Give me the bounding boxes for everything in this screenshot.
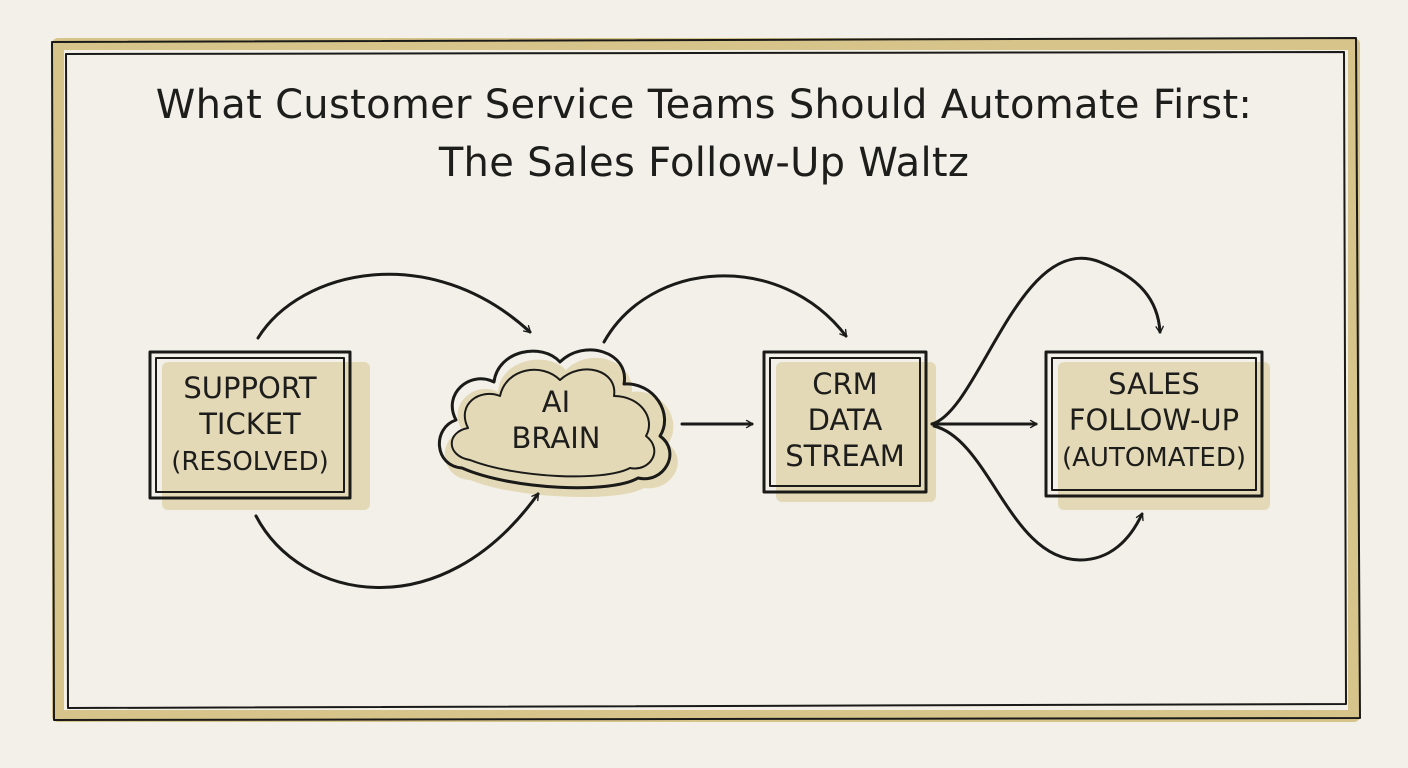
sales-line-2: FOLLOW-UP <box>1069 403 1239 437</box>
crm-line-2: DATA <box>808 403 883 437</box>
support-ticket-line-3: (RESOLVED) <box>171 447 329 477</box>
ai-brain-line-2: BRAIN <box>512 421 601 455</box>
arrow-brain-to-crm-top <box>602 274 848 344</box>
crm-line-3: STREAM <box>785 439 904 473</box>
arrow-crm-to-sales-bottom <box>932 424 1144 562</box>
node-crm-data-stream: CRM DATA STREAM <box>762 350 936 502</box>
support-ticket-line-1: SUPPORT <box>183 371 316 405</box>
support-ticket-line-2: TICKET <box>198 407 301 441</box>
title-line-1: What Customer Service Teams Should Autom… <box>156 82 1252 128</box>
sales-line-3: (AUTOMATED) <box>1062 443 1246 473</box>
crm-line-1: CRM <box>812 367 877 401</box>
arrow-crm-to-sales-top <box>930 257 1164 426</box>
sales-line-1: SALES <box>1108 367 1200 401</box>
title-line-2: The Sales Follow-Up Waltz <box>438 140 969 186</box>
node-ai-brain: AI BRAIN <box>438 348 678 498</box>
arrow-ticket-to-brain-top <box>256 272 532 340</box>
node-sales-follow-up: SALES FOLLOW-UP (AUTOMATED) <box>1044 350 1270 510</box>
node-support-ticket: SUPPORT TICKET (RESOLVED) <box>148 350 370 510</box>
outer-frame <box>51 37 1361 722</box>
ai-brain-line-1: AI <box>542 385 570 419</box>
arrow-ticket-to-brain-bottom <box>254 492 540 589</box>
